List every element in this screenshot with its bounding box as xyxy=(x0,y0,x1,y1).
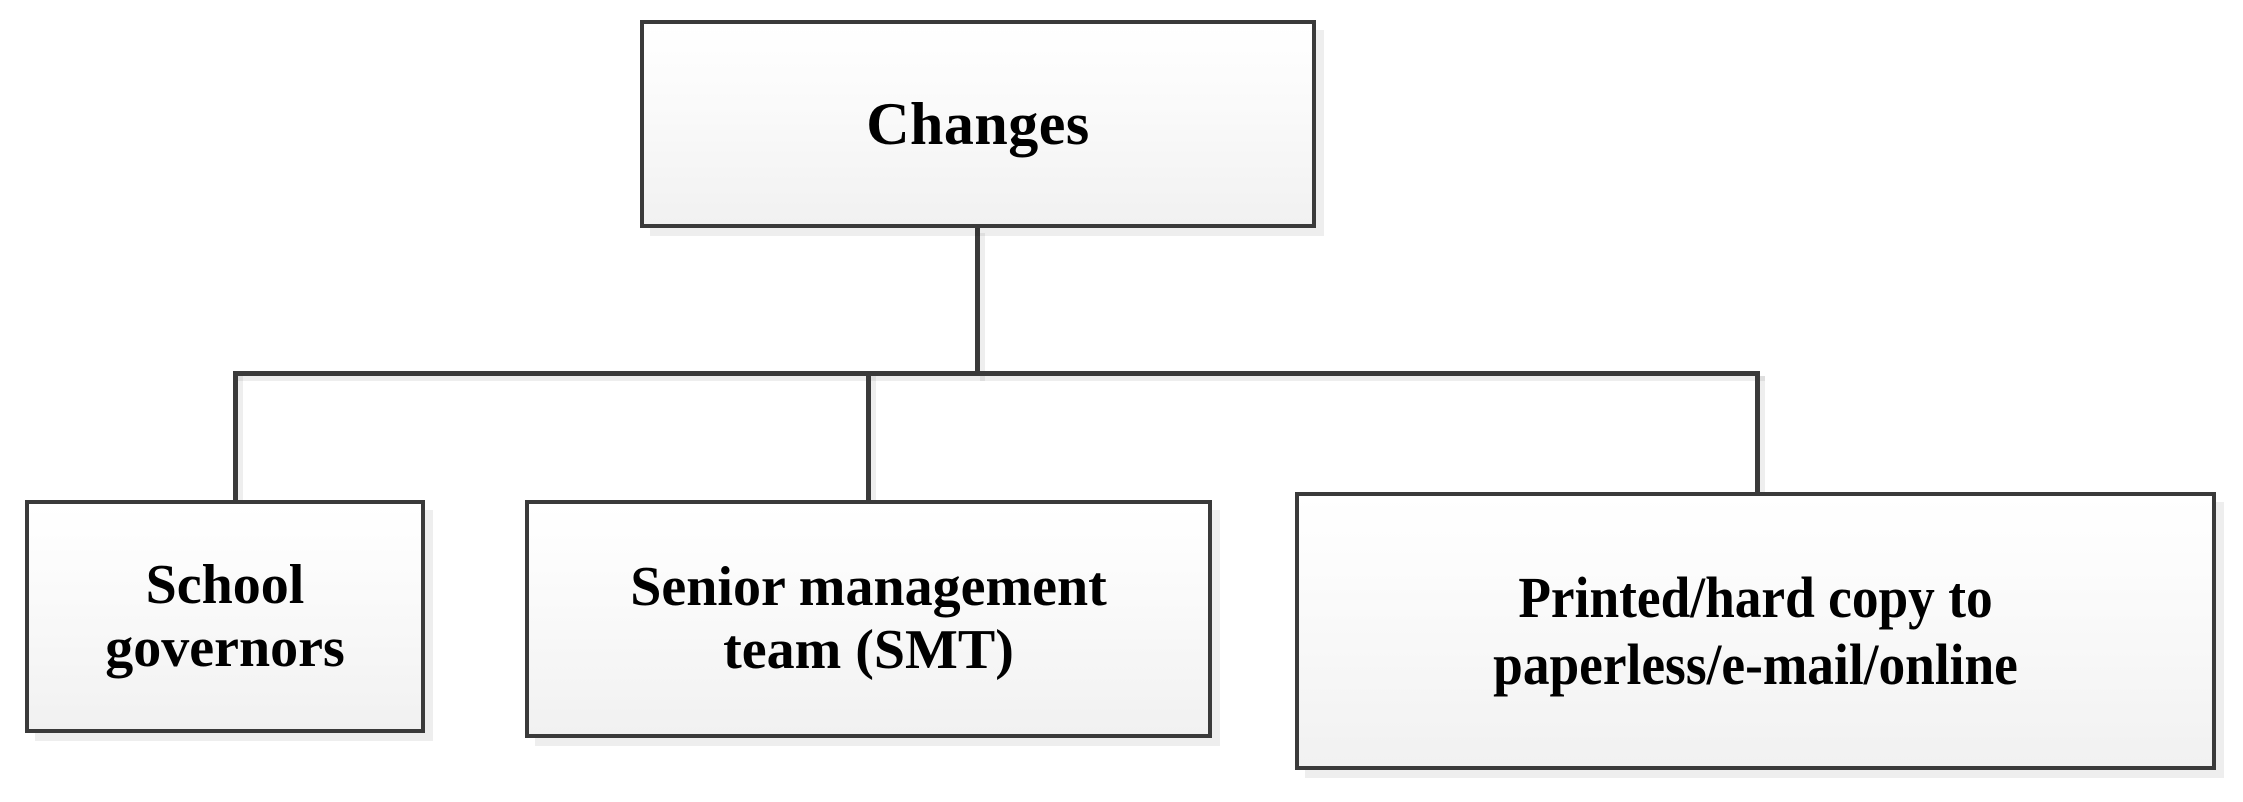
connector-horizontal-bus xyxy=(233,371,1765,381)
connector-bus-to-paperless xyxy=(1755,371,1765,500)
node-school-governors[interactable]: School governors xyxy=(25,500,425,733)
node-senior-management-team[interactable]: Senior management team (SMT) xyxy=(525,500,1212,738)
node-senior-management-team-label: Senior management team (SMT) xyxy=(630,556,1107,681)
node-school-governors-label: School governors xyxy=(105,553,345,679)
connector-root-to-bus xyxy=(975,228,985,381)
node-changes-label: Changes xyxy=(866,90,1090,157)
connector-bus-to-governors xyxy=(233,371,243,508)
node-printed-to-paperless-label: Printed/hard copy to paperless/e-mail/on… xyxy=(1493,564,2018,697)
node-printed-to-paperless[interactable]: Printed/hard copy to paperless/e-mail/on… xyxy=(1295,492,2216,770)
connector-bus-to-smt xyxy=(866,371,876,508)
node-changes[interactable]: Changes xyxy=(640,20,1316,228)
